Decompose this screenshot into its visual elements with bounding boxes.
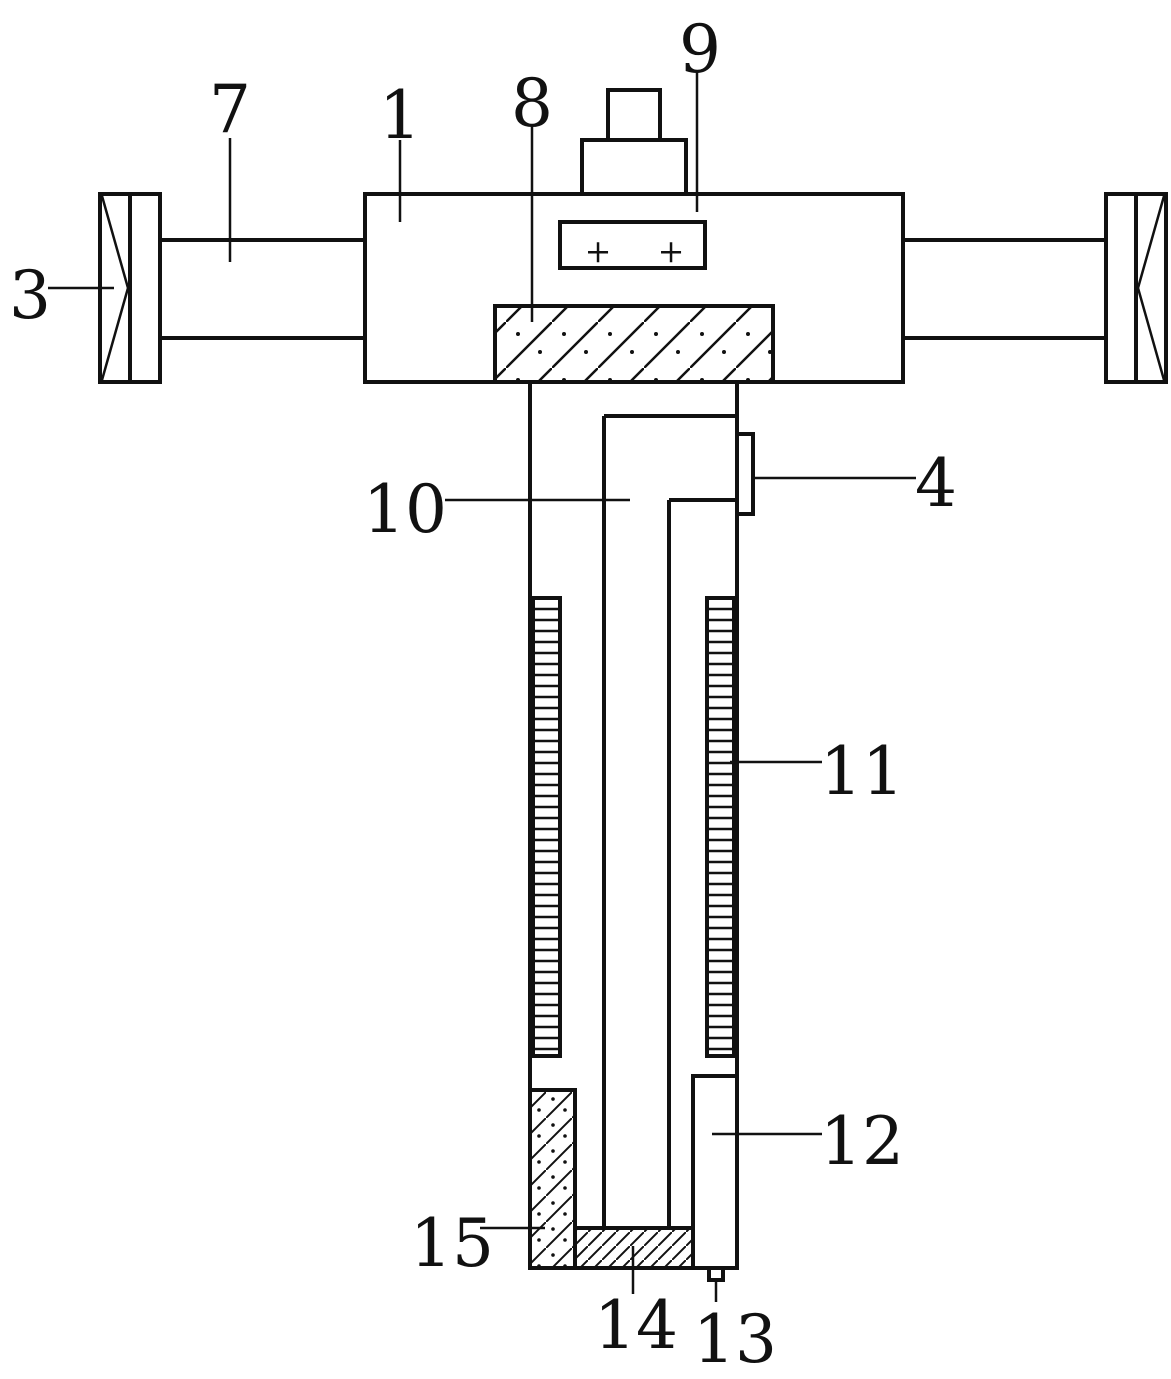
motor-cap (606, 88, 662, 142)
nozzle-tip (707, 1266, 725, 1282)
plus-symbol-right: + (658, 232, 685, 270)
label-14: 14 (594, 1287, 678, 1364)
label-8: 8 (511, 65, 553, 142)
label-1: 1 (379, 77, 421, 154)
right-grip-mark (1136, 195, 1166, 381)
label-3: 3 (9, 257, 51, 334)
side-block (528, 1088, 577, 1270)
hatched-block (493, 304, 775, 384)
switch-button (735, 432, 755, 516)
label-13: 13 (693, 1301, 777, 1378)
label-9: 9 (679, 11, 721, 88)
coil-left (531, 596, 562, 1058)
coil-right-frame (705, 596, 736, 1058)
label-15: 15 (410, 1205, 494, 1282)
label-7: 7 (209, 71, 251, 148)
battery-indicator (558, 220, 707, 270)
sensor-block (691, 1074, 739, 1270)
label-11: 11 (820, 733, 904, 810)
left-grip-mark (100, 195, 130, 381)
coil-right (705, 596, 736, 1058)
coil-left-frame (531, 596, 562, 1058)
label-4: 4 (915, 445, 957, 522)
label-10: 10 (363, 471, 447, 548)
motor-base (580, 138, 688, 196)
label-12: 12 (820, 1103, 904, 1180)
plus-symbol-left: + (585, 232, 612, 270)
